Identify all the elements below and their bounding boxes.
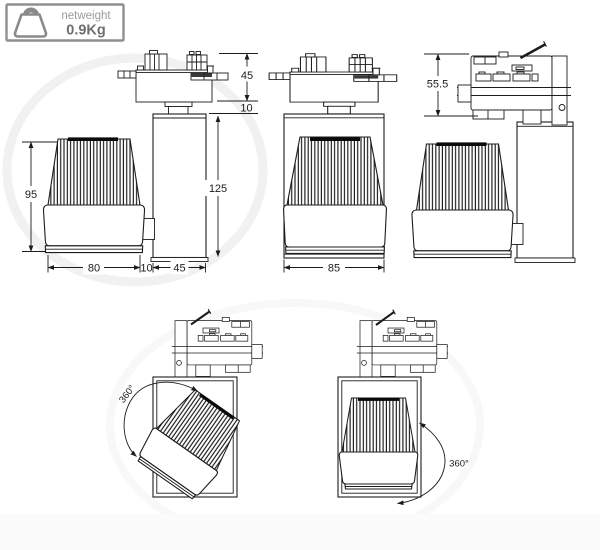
dim-text-45-adapter: 45 xyxy=(241,70,253,82)
dim-neck-height: 10 xyxy=(209,103,258,115)
dim-text-45-body: 45 xyxy=(173,263,185,275)
background-watermark xyxy=(0,53,600,550)
rotation-arc-right xyxy=(397,422,446,506)
dim-text-95: 95 xyxy=(25,189,37,201)
rotation-label-right: 360° xyxy=(449,459,469,470)
adapter-lock-lever xyxy=(519,41,547,60)
lamp-body-cylinder xyxy=(150,113,209,262)
track-adapter-detailed xyxy=(356,317,449,378)
netweight-label: netweight xyxy=(61,10,111,22)
dim-text-10-neck: 10 xyxy=(240,103,252,115)
dim-text-125: 125 xyxy=(209,183,227,195)
lamp-head-front xyxy=(338,397,419,490)
netweight-value: 0.9Kg xyxy=(66,23,106,39)
dim-bottom-widths: 80 10 45 xyxy=(47,255,206,275)
dim-adapter-height: 45 xyxy=(217,53,258,102)
track-adapter-detailed xyxy=(171,317,264,378)
lamp-body-cylinder xyxy=(514,121,576,263)
track-adapter-detailed xyxy=(456,51,572,126)
rotation-view-right: 360° xyxy=(337,309,469,506)
weight-icon xyxy=(13,7,48,38)
dim-text-80: 80 xyxy=(88,263,100,275)
dim-overall-width: 85 xyxy=(283,259,385,275)
lamp-head-front xyxy=(283,136,387,254)
dim-text-55-5: 55.5 xyxy=(427,79,448,91)
dim-text-85: 85 xyxy=(328,263,340,275)
rotation-view-left: 360° xyxy=(117,308,264,503)
rear-view-drawing: 55.5 xyxy=(411,41,576,263)
dim-head-height: 95 xyxy=(21,141,58,252)
track-adapter xyxy=(268,53,398,115)
netweight-badge: netweight 0.9Kg xyxy=(5,3,125,42)
dim-text-10-gap: 10 xyxy=(140,263,152,275)
lamp-head-side xyxy=(42,136,156,254)
adapter-lock-lever xyxy=(375,309,396,326)
front-view-drawing: 85 xyxy=(268,53,398,275)
side-view-drawing: 45 10 125 95 80 10 xyxy=(21,50,258,275)
rotation-arc-left xyxy=(123,381,198,457)
dim-body-height: 125 xyxy=(203,115,233,257)
lamp-head-side xyxy=(411,141,524,259)
adapter-lock-lever xyxy=(190,308,212,326)
dim-adapter-depth: 55.5 xyxy=(423,53,478,117)
